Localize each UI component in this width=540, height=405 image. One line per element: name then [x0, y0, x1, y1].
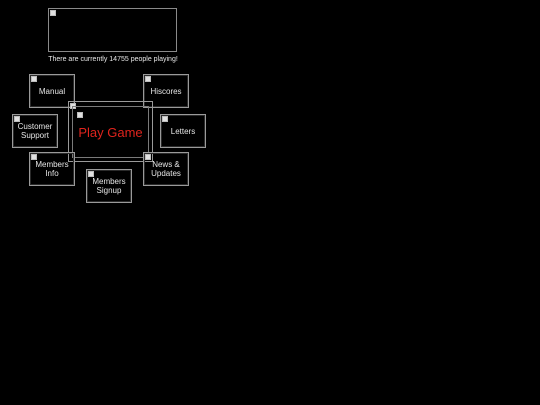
broken-image-icon — [88, 171, 94, 177]
customer-support-button[interactable]: Customer Support — [12, 114, 58, 148]
news-updates-label-line2: Updates — [151, 169, 181, 178]
letters-label: Letters — [170, 126, 196, 136]
news-updates-button[interactable]: News & Updates — [143, 152, 189, 186]
members-signup-label: Members Signup — [92, 177, 125, 195]
customer-support-label-line1: Customer — [17, 122, 53, 131]
broken-image-icon — [14, 116, 20, 122]
hiscores-label: Hiscores — [150, 86, 182, 96]
news-updates-label: News & Updates — [151, 160, 181, 178]
members-info-label-line2: Info — [45, 169, 59, 178]
broken-image-icon — [145, 76, 151, 82]
members-signup-label-line2: Signup — [96, 186, 122, 195]
broken-image-icon — [31, 76, 37, 82]
members-signup-button[interactable]: Members Signup — [86, 169, 132, 203]
play-game-label: Play Game — [78, 124, 143, 140]
members-signup-label-line1: Members — [92, 177, 126, 186]
manual-label: Manual — [38, 86, 66, 96]
players-count-text: There are currently 14755 people playing… — [48, 56, 178, 63]
broken-image-icon — [31, 154, 37, 160]
customer-support-label: Customer Support — [18, 122, 53, 140]
members-info-button[interactable]: Members Info — [29, 152, 75, 186]
manual-button[interactable]: Manual — [29, 74, 75, 108]
customer-support-label-line2: Support — [20, 131, 50, 140]
play-game-inner-frame: Play Game — [72, 106, 149, 158]
broken-image-icon — [145, 154, 151, 160]
news-updates-label-line1: News & — [152, 160, 180, 169]
banner-image — [48, 8, 177, 52]
letters-button[interactable]: Letters — [160, 114, 206, 148]
members-info-label: Members Info — [35, 160, 68, 178]
members-info-label-line1: Members — [35, 160, 69, 169]
broken-image-icon — [162, 116, 168, 122]
play-game-button[interactable]: Play Game — [68, 101, 153, 162]
hiscores-button[interactable]: Hiscores — [143, 74, 189, 108]
broken-image-icon — [50, 10, 56, 16]
broken-image-icon — [77, 112, 83, 118]
